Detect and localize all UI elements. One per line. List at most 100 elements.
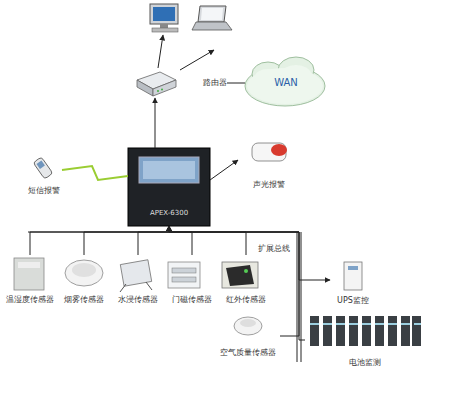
router-side (137, 80, 153, 96)
connector (169, 226, 246, 255)
node-text: 路由器 (203, 78, 227, 88)
node-text: APEX-6300 (150, 208, 188, 218)
sensor-node: 温湿度传感器 (4, 255, 56, 305)
smoke-sensor-icon (65, 260, 103, 286)
sensor-case (65, 260, 103, 286)
sensor-probe (120, 284, 126, 292)
node-text: 水浸传感器 (118, 295, 158, 305)
phone-screen (37, 161, 45, 169)
node-text: 电池监测 (349, 358, 381, 368)
connector (169, 226, 305, 340)
node-text: 烟雾传感器 (64, 295, 104, 305)
connector (169, 226, 330, 280)
sensor-node: 水浸传感器 (112, 255, 164, 305)
node-text: 短信报警 (28, 186, 60, 196)
water-sensor-icon (120, 260, 152, 292)
magnet-bar (172, 277, 196, 282)
sensor-dome (72, 263, 96, 277)
battery-node: 电池监测 (305, 312, 425, 368)
laptop-base (192, 22, 232, 30)
air-sensor-icon (234, 317, 262, 335)
battery-cell (336, 316, 345, 346)
node-text: 声光报警 (253, 180, 285, 190)
battery-cell (375, 316, 384, 346)
router-led (157, 90, 159, 92)
battery-cell (388, 316, 397, 346)
magnet-bar (172, 268, 196, 273)
sms-alarm-node: 短信报警 (20, 154, 68, 196)
humidity-sensor-icon (14, 258, 44, 290)
sensor-dome (240, 319, 256, 327)
device-body (128, 148, 210, 226)
sensor-node: 空气质量传感器 (216, 314, 280, 358)
sound-light-alarm-node: 声光报警 (238, 140, 300, 190)
node-text: 门磁传感器 (172, 295, 212, 305)
ups-icon (344, 262, 362, 290)
connector (138, 226, 169, 255)
sensor-led (244, 269, 248, 273)
wan-cloud-node: WAN (245, 58, 327, 108)
device-lcd (139, 157, 199, 183)
keyboard (152, 28, 178, 32)
sensor-vent (18, 262, 40, 268)
router-front (153, 80, 176, 96)
device-lcd-glow (143, 161, 195, 179)
laptop-screen (201, 8, 223, 20)
connector (169, 226, 299, 336)
ups-display (348, 266, 358, 270)
alarm-body (252, 143, 286, 161)
battery-cell (310, 316, 319, 346)
link-arrow (158, 35, 163, 68)
router-icon (137, 72, 176, 96)
ups-case (344, 262, 362, 290)
node-text: UPS监控 (337, 296, 369, 306)
sensor-node: 红外传感器 (220, 255, 272, 305)
sensor-panel (168, 262, 200, 288)
connector (210, 160, 238, 180)
monitor-stand (160, 24, 168, 28)
node-text: WAN (274, 78, 298, 88)
wireless-link (62, 166, 128, 180)
phone-body (33, 157, 53, 179)
router-led (161, 89, 163, 91)
monitor-screen (153, 7, 175, 21)
sensor-body (226, 265, 254, 286)
sensor-node: 门磁传感器 (166, 255, 218, 305)
connector (227, 83, 245, 84)
connector (84, 226, 169, 255)
laptop-icon (192, 6, 232, 30)
monitor-frame (150, 4, 178, 24)
laptop-lid (198, 6, 226, 22)
link-arrow (180, 50, 214, 70)
battery-cell (401, 316, 410, 346)
battery-cell (362, 316, 371, 346)
monitor-device-node: APEX-6300 (128, 148, 210, 226)
desktop-icon (150, 4, 178, 32)
sensor-panel (222, 262, 258, 288)
door-sensor-icon (168, 262, 200, 288)
node-text: 红外传感器 (226, 295, 266, 305)
connector (169, 226, 192, 255)
sensor-node: 烟雾传感器 (58, 255, 110, 305)
connector (155, 98, 156, 148)
alarm-icon (252, 143, 287, 161)
node-text: 温湿度传感器 (6, 295, 54, 305)
connector (30, 226, 169, 255)
battery-cell (412, 316, 421, 346)
battery-band (310, 323, 421, 325)
expansion-bus (301, 232, 302, 362)
wan-cloud (245, 57, 325, 106)
expansion-bus (297, 232, 298, 362)
battery-cell (349, 316, 358, 346)
infrared-sensor-icon (222, 262, 258, 288)
monitor-device (128, 148, 210, 226)
battery-cell (323, 316, 332, 346)
router-node: 路由器 (133, 68, 227, 98)
node-text: 空气质量传感器 (220, 348, 276, 358)
alarm-light (271, 144, 287, 156)
bus-label: 扩展总线 (258, 244, 290, 254)
sensor-probe (146, 282, 152, 290)
